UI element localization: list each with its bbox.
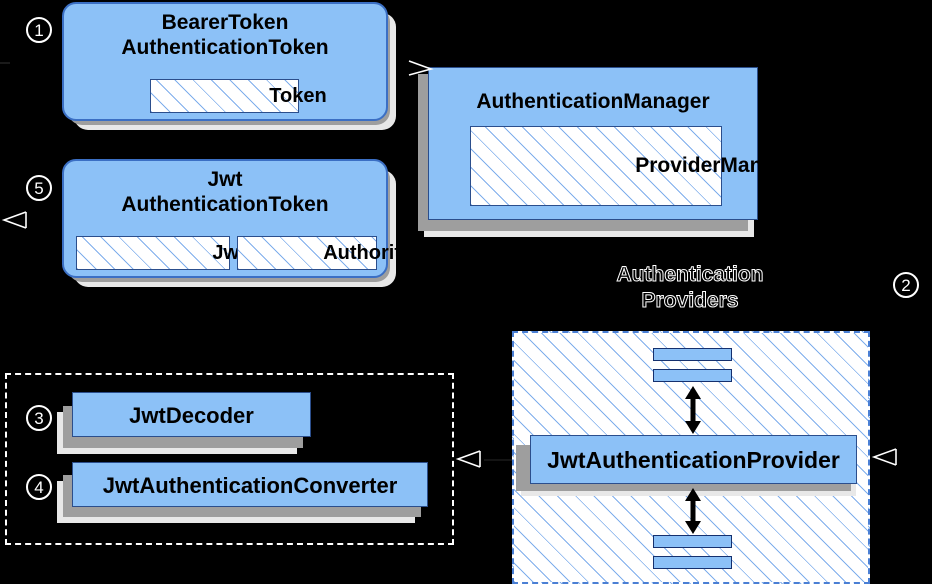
jwt-authentication-provider-label: JwtAuthenticationProvider — [547, 447, 840, 473]
provider-stub-top-2 — [653, 369, 732, 382]
provider-stub-bottom-2 — [653, 556, 732, 569]
bearer-token-member-token[interactable]: Token — [150, 79, 327, 113]
provider-manager-label: ProviderManager — [635, 154, 807, 177]
authentication-manager-title: AuthenticationManager — [476, 90, 710, 113]
provider-link-arrow-bottom — [685, 488, 701, 534]
step-marker-5: 5 — [26, 175, 52, 201]
bearer-token-title-line2: AuthenticationToken — [121, 36, 329, 59]
provider-stub-bottom-1 — [653, 535, 732, 548]
jwt-decoder-label: JwtDecoder — [129, 403, 254, 428]
step-marker-1: 1 — [26, 17, 52, 43]
jwt-authentication-converter-label: JwtAuthenticationConverter — [102, 473, 398, 498]
step-marker-2: 2 — [893, 272, 919, 298]
step-marker-3: 3 — [26, 405, 52, 431]
authentication-manager-incoming-arrow — [408, 60, 434, 76]
jwt-authentication-converter-card[interactable]: JwtAuthenticationConverter — [72, 462, 428, 507]
jwt-token-member-jwt[interactable]: Jwt — [76, 236, 246, 270]
step-marker-4: 4 — [26, 474, 52, 500]
support-classes-container — [5, 373, 454, 545]
bearer-token-title-line1: BearerToken — [161, 11, 289, 34]
left-edge-open-arrow — [1, 211, 27, 229]
authentication-providers-label: Authentication Providers — [616, 263, 764, 313]
jwt-token-title-line2: AuthenticationToken — [121, 193, 329, 216]
provider-stub-top-1 — [653, 348, 732, 361]
provider-link-arrow-top — [685, 386, 701, 434]
providers-right-open-arrow — [871, 448, 897, 466]
support-to-providers-connector — [484, 459, 512, 461]
jwt-decoder-card[interactable]: JwtDecoder — [72, 392, 311, 437]
left-edge-connector-top — [0, 62, 10, 64]
jwt-token-member-authorities-label: Authorities — [323, 242, 429, 264]
bearer-token-member-label: Token — [269, 85, 327, 107]
jwt-token-member-authorities[interactable]: Authorities — [237, 236, 429, 270]
jwt-token-title-line1: Jwt — [207, 168, 243, 191]
jwt-authentication-provider-card[interactable]: JwtAuthenticationProvider — [530, 435, 857, 484]
support-group-right-open-arrow — [455, 450, 481, 468]
provider-manager-member[interactable]: ProviderManager — [470, 126, 807, 206]
